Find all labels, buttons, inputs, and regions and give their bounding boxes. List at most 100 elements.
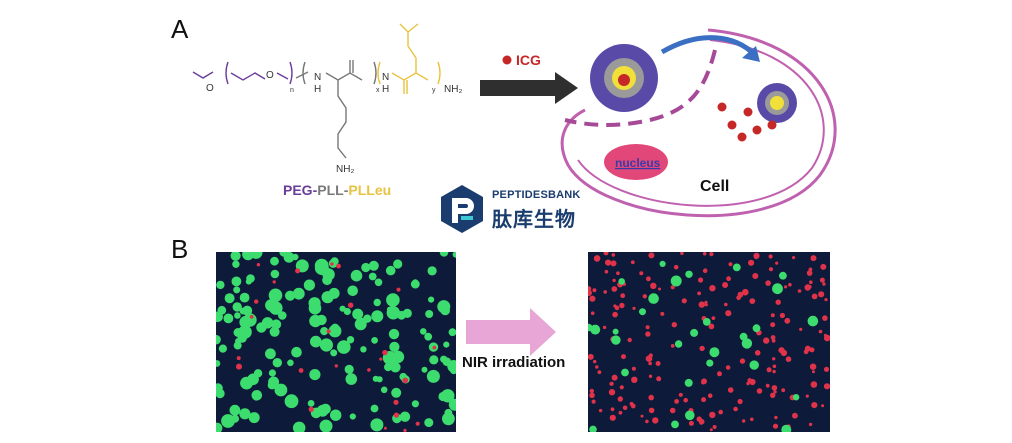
dead-cell xyxy=(592,288,597,293)
plleu-subscript-y: y xyxy=(432,87,436,94)
logo-name-en: PEPTIDESBANK xyxy=(492,189,581,201)
dead-cell xyxy=(711,316,716,320)
dead-cell xyxy=(699,420,704,425)
dead-cell xyxy=(812,370,815,374)
live-cell xyxy=(344,364,354,374)
peg-oxygen-2: O xyxy=(266,70,274,81)
live-cell xyxy=(347,285,358,297)
dead-cell xyxy=(725,365,731,370)
live-cell xyxy=(442,412,455,426)
dead-cell xyxy=(588,353,594,360)
logo: PEPTIDESBANK 肽库生物 xyxy=(437,183,607,235)
live-cell xyxy=(420,328,427,335)
dead-cell xyxy=(822,282,826,286)
live-cell xyxy=(270,256,279,266)
dead-cell xyxy=(821,404,825,408)
live-cell xyxy=(251,390,263,401)
live-cell xyxy=(618,278,625,285)
live-cell xyxy=(292,253,299,261)
dead-cell xyxy=(750,417,754,422)
dead-cell xyxy=(805,394,809,398)
live-cell xyxy=(374,278,383,287)
live-cell xyxy=(322,275,332,286)
dead-cell xyxy=(611,253,616,257)
dead-cell xyxy=(810,255,817,262)
dead-cell xyxy=(621,354,626,360)
dead-cell xyxy=(603,252,609,256)
dead-cell xyxy=(698,301,705,308)
live-cell xyxy=(588,323,593,332)
live-cell xyxy=(685,410,695,421)
micro-image-after xyxy=(588,252,830,432)
nanoparticle-large-icg xyxy=(618,74,630,86)
polymer-name-peg: PEG xyxy=(283,182,313,198)
live-cell xyxy=(392,350,405,363)
live-cell xyxy=(684,378,693,387)
dead-cell xyxy=(770,313,775,318)
live-cell xyxy=(270,269,280,279)
dead-cell xyxy=(402,377,409,384)
nanoparticle-small-yellow xyxy=(770,96,784,110)
live-cell xyxy=(674,340,683,348)
panel-label-b: B xyxy=(171,234,188,264)
live-cell xyxy=(373,298,381,307)
live-cell xyxy=(739,332,748,341)
live-cell xyxy=(232,260,240,268)
live-cell xyxy=(323,404,330,412)
live-cell xyxy=(386,293,400,307)
dead-cell xyxy=(308,406,314,412)
live-cell xyxy=(308,301,322,315)
dead-cell xyxy=(295,268,301,274)
dead-cell xyxy=(696,416,702,422)
dead-cell xyxy=(591,399,596,404)
nucleus-label: nucleus xyxy=(615,156,661,170)
dead-cell xyxy=(602,325,607,330)
dead-cell xyxy=(702,252,707,256)
live-cell xyxy=(235,338,242,345)
dead-cell xyxy=(652,417,659,424)
dead-cell xyxy=(739,358,746,364)
dead-cell xyxy=(811,293,818,300)
dead-cell xyxy=(799,327,803,331)
pll-nitrogen: N xyxy=(314,72,321,83)
dead-cell xyxy=(593,255,601,262)
live-cell xyxy=(690,328,699,337)
logo-name-cn: 肽库生物 xyxy=(492,207,576,231)
live-cell xyxy=(232,302,242,312)
live-cell xyxy=(339,305,346,312)
dead-cell xyxy=(804,345,811,352)
dead-cell xyxy=(727,387,734,393)
dead-cell xyxy=(597,370,602,375)
dead-cell xyxy=(595,365,599,369)
dead-cell xyxy=(618,410,623,415)
live-cell xyxy=(330,409,342,421)
dead-cell xyxy=(604,269,609,274)
dead-cell xyxy=(683,397,688,403)
live-cell xyxy=(371,310,384,323)
live-cell xyxy=(410,279,420,289)
plleu-terminal-nh2: NH₂ xyxy=(444,84,462,95)
dead-cell xyxy=(272,280,276,284)
dead-cell xyxy=(630,403,636,409)
live-cell xyxy=(807,315,819,327)
dead-cell xyxy=(742,288,749,296)
panel-label-a: A xyxy=(171,14,189,44)
cell-membrane-outer xyxy=(560,28,837,218)
live-cell xyxy=(388,328,400,340)
dead-cell xyxy=(742,419,746,423)
dead-cell xyxy=(709,428,713,432)
dead-cell xyxy=(383,426,387,430)
dead-cell xyxy=(348,302,354,308)
chemical-structure: O O n N H x NH₂ N H y NH₂ xyxy=(192,23,462,198)
dead-cell xyxy=(823,383,830,390)
dead-cell xyxy=(809,347,815,353)
live-cell xyxy=(792,394,800,401)
dead-cell xyxy=(819,277,825,283)
live-cell xyxy=(292,287,305,300)
dead-cell xyxy=(298,368,304,373)
nucleus xyxy=(604,144,668,180)
live-cell xyxy=(242,252,255,261)
live-cell xyxy=(363,314,372,323)
dead-cell xyxy=(639,271,644,276)
dead-cell xyxy=(681,298,687,304)
